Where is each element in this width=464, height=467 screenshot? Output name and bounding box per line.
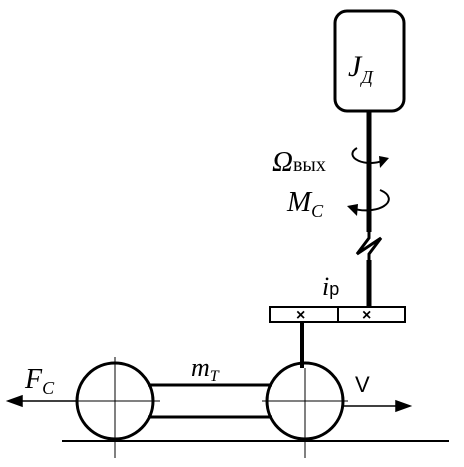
moment-arrow-head: [347, 204, 358, 216]
moment-rotation-arrow: [351, 189, 390, 212]
velocity-arrow-head: [395, 399, 413, 413]
elastic-coupling: [355, 232, 383, 260]
omega-arrow-head: [379, 156, 389, 168]
gear-ratio-label: iр: [322, 272, 339, 301]
vehicle-mass-label: mT: [191, 353, 220, 385]
load-moment-label: MC: [286, 186, 324, 221]
output-angular-velocity-label: Ωвых: [272, 146, 326, 178]
force-arrow-head: [5, 394, 23, 408]
gear-mesh-mark-right: ×: [362, 307, 371, 324]
motor-inertia-box: [333, 9, 406, 113]
gear-mesh-mark-left: ×: [296, 307, 305, 324]
motor-inertia-label: JД: [348, 50, 374, 87]
resistance-force-label: FC: [24, 364, 55, 398]
omega-rotation-arrow: [351, 147, 385, 165]
velocity-label: V: [355, 372, 370, 397]
